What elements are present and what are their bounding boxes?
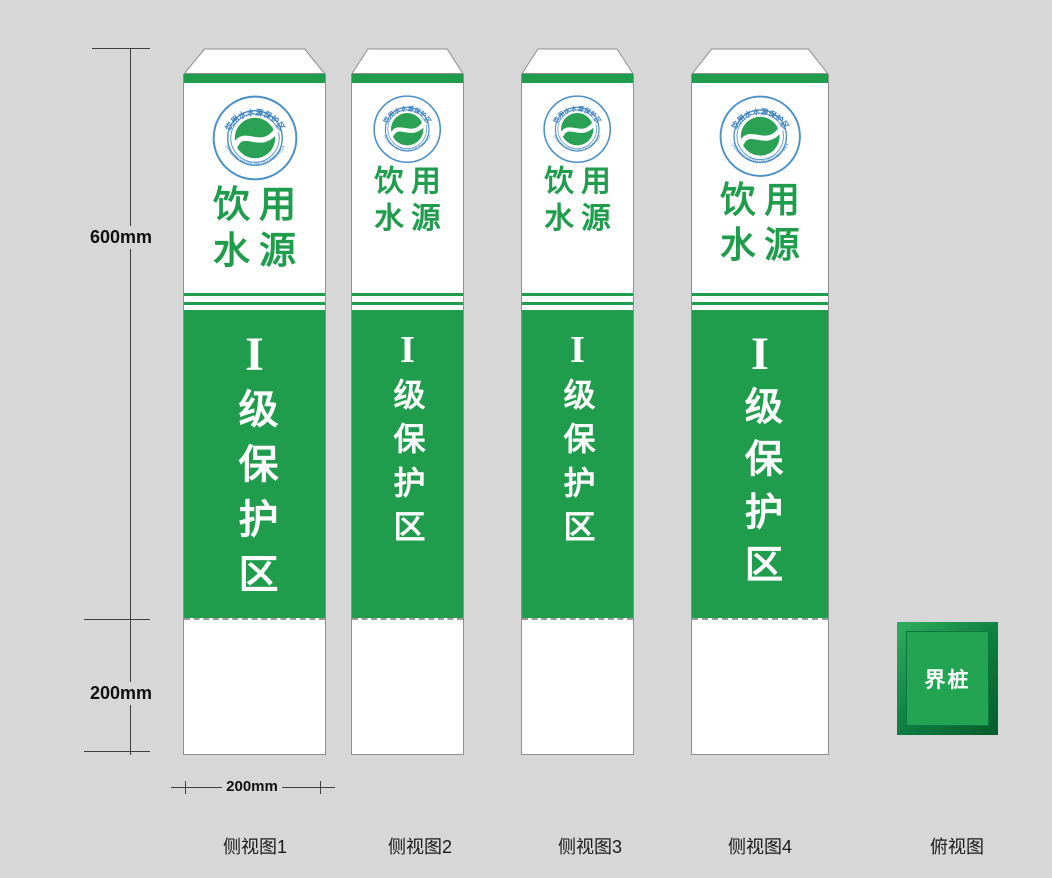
pillar-top-section: 饮用水水源保护区 DRINKING WATER PROTECTION AREA … [352, 86, 463, 310]
pillar-buried-section [522, 618, 633, 754]
dimension-label-buried: 200mm [86, 682, 157, 705]
pillar-buried-section [184, 618, 325, 754]
dimension-tick-bottom [84, 751, 150, 752]
protection-grade-numeral: I [245, 328, 264, 381]
separator-double-line [692, 293, 828, 305]
pillar-cap [351, 48, 464, 74]
caption-side-view-2: 侧视图2 [387, 837, 453, 857]
cap-white-gap [184, 83, 325, 86]
protection-grade-numeral: I [400, 329, 415, 371]
cap-green-band [352, 74, 463, 83]
pillar-side-view-3: 饮用水水源保护区 DRINKING WATER PROTECTION AREA … [521, 48, 634, 755]
pillar-title-line2: 水源 [374, 202, 448, 236]
pillar-title-line1: 饮用 [213, 184, 305, 225]
pillar-green-section: I 级保护区 [352, 310, 463, 618]
pillar-buried-section [352, 618, 463, 754]
separator-double-line [352, 293, 463, 305]
dimension-vertical-line [130, 48, 131, 755]
cap-white-gap [352, 83, 463, 86]
dimension-label-width: 200mm [222, 777, 282, 796]
caption-side-view-3: 侧视图3 [557, 837, 623, 857]
dimension-stub-left [171, 787, 185, 788]
caption-side-view-4: 侧视图4 [727, 837, 793, 857]
water-source-protection-logo-icon: 饮用水水源保护区 DRINKING WATER PROTECTION AREA [543, 95, 612, 164]
pillar-title-line2: 水源 [213, 230, 305, 271]
pillar-cap [183, 48, 326, 74]
pillar-buried-section [692, 618, 828, 754]
dimension-tick-top [92, 48, 150, 49]
dimension-tick-ground [84, 619, 150, 620]
pillar-side-view-1: 饮用水水源保护区 DRINKING WATER PROTECTION AREA … [183, 48, 326, 755]
top-view-marker: 界桩 [897, 622, 998, 735]
pillar-body: 饮用水水源保护区 DRINKING WATER PROTECTION AREA … [521, 74, 634, 755]
pillar-body: 饮用水水源保护区 DRINKING WATER PROTECTION AREA … [691, 74, 829, 755]
pillar-side-view-2: 饮用水水源保护区 DRINKING WATER PROTECTION AREA … [351, 48, 464, 755]
top-view-inner-face: 界桩 [906, 631, 989, 726]
cap-green-band [522, 74, 633, 83]
pillar-top-section: 饮用水水源保护区 DRINKING WATER PROTECTION AREA … [692, 86, 828, 310]
protection-zone-text: 级保护区 [559, 378, 596, 555]
caption-top-view: 俯视图 [930, 837, 984, 857]
top-view-label: 界桩 [924, 668, 971, 692]
cap-green-band [692, 74, 828, 83]
dimension-stub-right [320, 787, 335, 788]
protection-zone-text: 级保护区 [389, 378, 426, 555]
cap-white-gap [522, 83, 633, 86]
protection-zone-text: 级保护区 [232, 388, 277, 609]
dimension-label-height: 600mm [86, 226, 157, 249]
pillar-cap [691, 48, 829, 74]
water-source-protection-logo-icon: 饮用水水源保护区 DRINKING WATER PROTECTION AREA [212, 95, 297, 181]
pillar-title-line2: 水源 [720, 224, 809, 265]
protection-grade-numeral: I [751, 328, 769, 379]
pillar-green-section: I 级保护区 [184, 310, 325, 618]
separator-double-line [522, 293, 633, 305]
pillar-green-section: I 级保护区 [692, 310, 828, 618]
protection-grade-numeral: I [570, 329, 585, 371]
pillar-green-section: I 级保护区 [522, 310, 633, 618]
dimension-endtick-left [185, 781, 186, 794]
pillar-cap [521, 48, 634, 74]
pillar-top-section: 饮用水水源保护区 DRINKING WATER PROTECTION AREA … [184, 86, 325, 310]
pillar-body: 饮用水水源保护区 DRINKING WATER PROTECTION AREA … [183, 74, 326, 755]
water-source-protection-logo-icon: 饮用水水源保护区 DRINKING WATER PROTECTION AREA [719, 95, 801, 177]
pillar-body: 饮用水水源保护区 DRINKING WATER PROTECTION AREA … [351, 74, 464, 755]
protection-zone-text: 级保护区 [739, 386, 782, 598]
pillar-side-view-4: 饮用水水源保护区 DRINKING WATER PROTECTION AREA … [691, 48, 829, 755]
cap-white-gap [692, 83, 828, 86]
cap-green-band [184, 74, 325, 83]
separator-double-line [184, 293, 325, 305]
pillar-title-line1: 饮用 [720, 180, 809, 221]
caption-side-view-1: 侧视图1 [222, 837, 288, 857]
water-source-protection-logo-icon: 饮用水水源保护区 DRINKING WATER PROTECTION AREA [373, 95, 442, 164]
pillar-title-line1: 饮用 [374, 165, 448, 199]
pillar-title-line2: 水源 [544, 202, 618, 236]
pillar-top-section: 饮用水水源保护区 DRINKING WATER PROTECTION AREA … [522, 86, 633, 310]
pillar-title-line1: 饮用 [544, 165, 618, 199]
